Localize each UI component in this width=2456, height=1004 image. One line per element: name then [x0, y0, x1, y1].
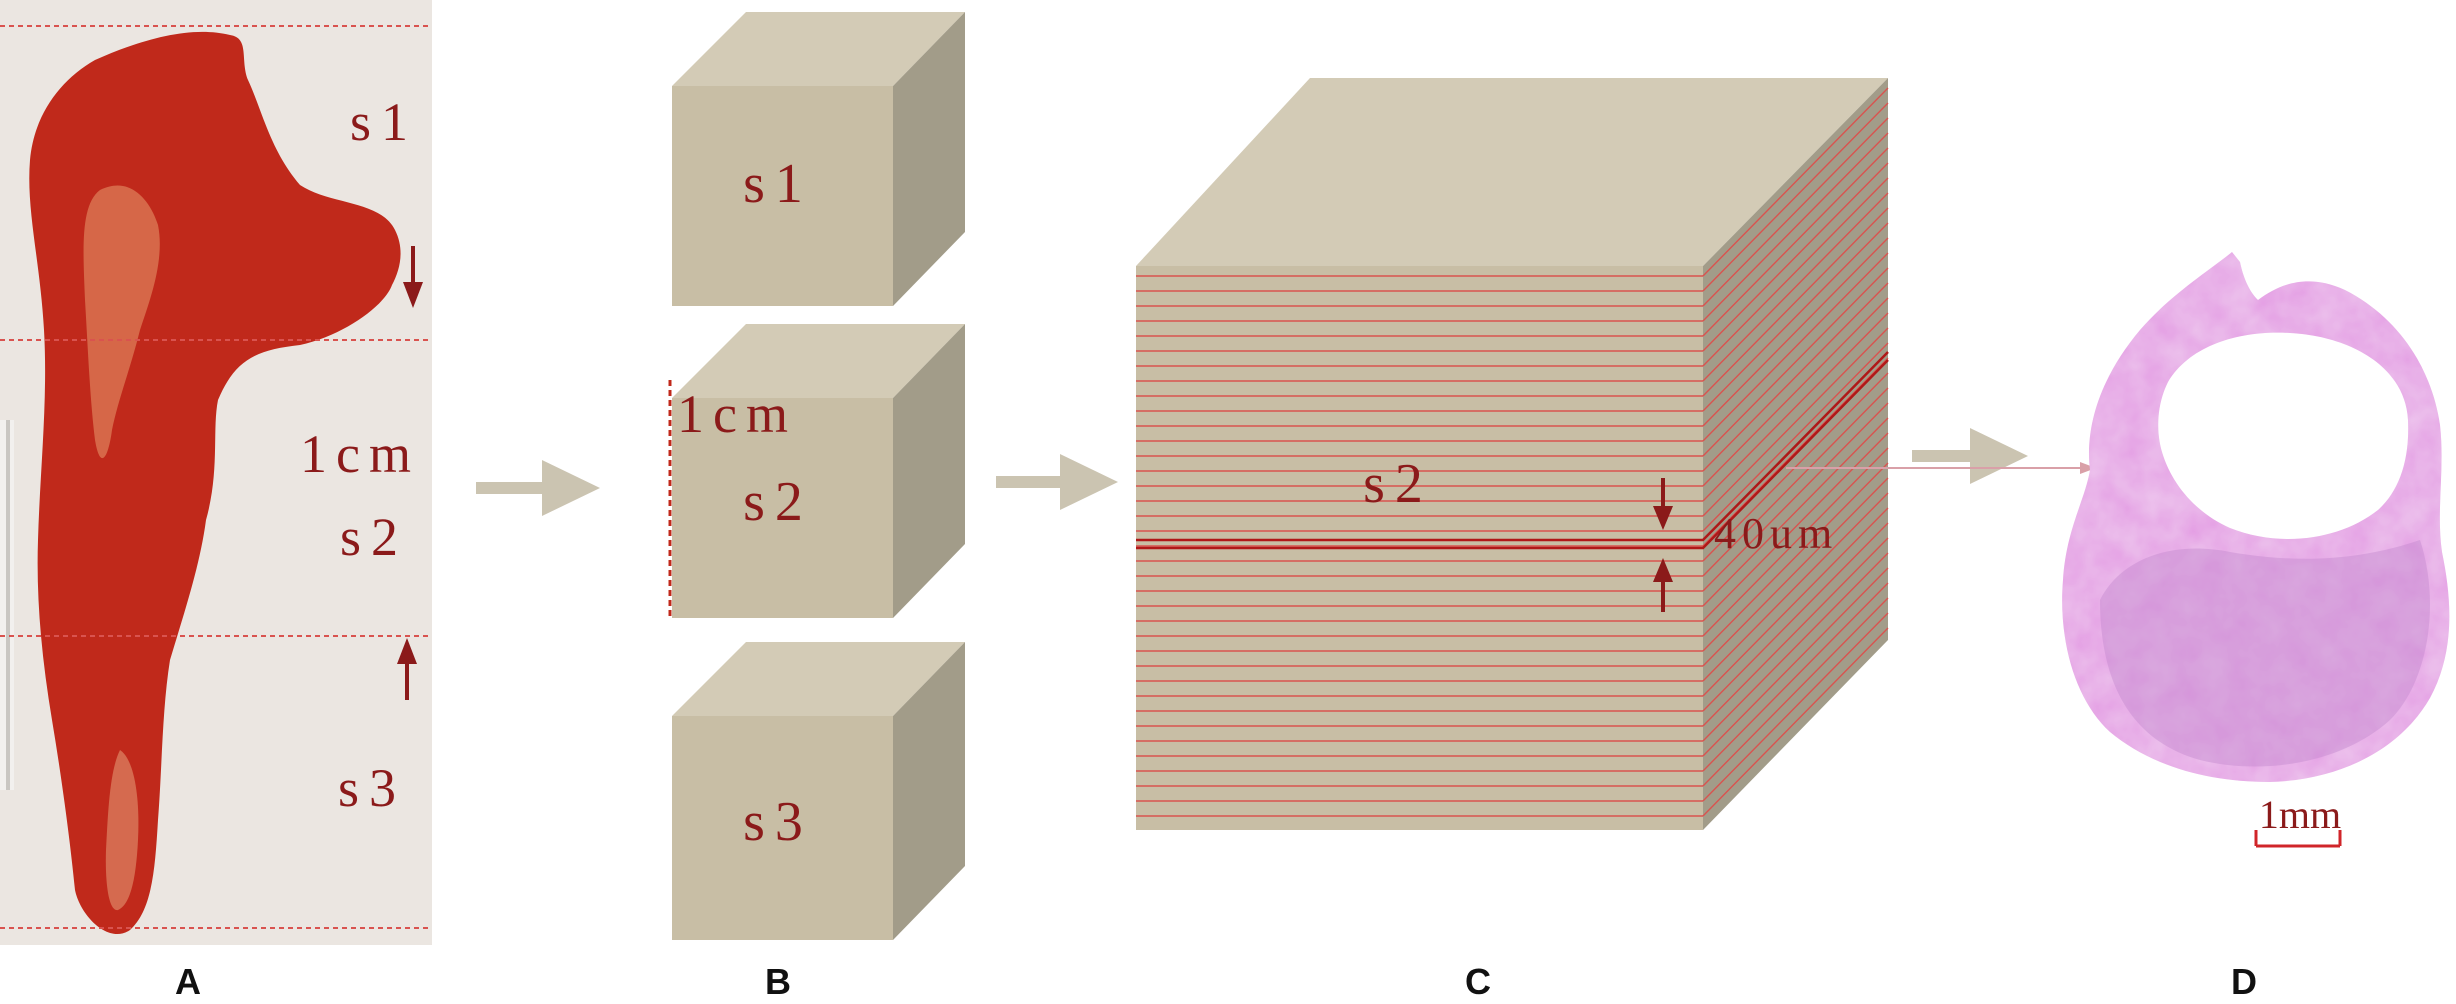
- length-label-1cm: 1cm: [677, 384, 797, 444]
- cube-top-face: [1136, 78, 1888, 266]
- section-line: [1702, 132, 1889, 322]
- section-line: [1702, 537, 1889, 727]
- section-line: [1702, 192, 1889, 382]
- section-line: [1702, 582, 1889, 772]
- section-line: [1702, 312, 1889, 502]
- cube-label-s3: s3: [743, 791, 813, 853]
- section-line: [1702, 417, 1889, 607]
- section-line: [1702, 567, 1889, 757]
- segment-label-s3: s3: [338, 758, 406, 818]
- section-line: [1702, 282, 1889, 472]
- flow-arrow-icon: [476, 460, 600, 516]
- section-line: [1702, 627, 1889, 817]
- panel-letter-c: C: [1465, 961, 1491, 1002]
- panel-letter-a: A: [175, 961, 201, 1002]
- section-line: [1702, 342, 1889, 532]
- section-line: [1702, 492, 1889, 682]
- panel-letter-b: B: [765, 961, 791, 1002]
- section-lines-side: [1702, 87, 1889, 817]
- cube-s2: 1cm s2: [668, 324, 965, 620]
- cube-label-s2: s2: [743, 471, 813, 533]
- section-line: [1702, 522, 1889, 712]
- section-line: [1702, 237, 1889, 427]
- section-line: [1702, 387, 1889, 577]
- length-label-1cm: 1cm: [300, 424, 420, 484]
- section-line: [1702, 462, 1889, 652]
- arrow-up-icon: [1653, 558, 1673, 612]
- arrow-down-icon: [1653, 478, 1673, 530]
- cube-s1: s1: [672, 12, 965, 306]
- section-line: [1702, 162, 1889, 352]
- section-line: [1702, 177, 1889, 367]
- tissue-media-shading: [2100, 540, 2430, 767]
- section-line: [1702, 612, 1889, 802]
- specimen-highlight-lower: [105, 750, 139, 911]
- panel-d-histology-section: 1mm: [2062, 252, 2450, 848]
- cube-s3: s3: [672, 642, 965, 940]
- section-line: [1702, 222, 1889, 412]
- segment-label-s1: s1: [350, 92, 418, 152]
- section-line: [1702, 327, 1889, 517]
- section-line: [1702, 447, 1889, 637]
- section-line: [1702, 147, 1889, 337]
- tissue-ring: [2062, 252, 2450, 782]
- scale-bar: [2254, 830, 2342, 848]
- section-line: [1702, 297, 1889, 487]
- section-line: [1702, 552, 1889, 742]
- flow-arrow-icon: [1912, 428, 2028, 484]
- scale-bar-label: 1mm: [2259, 792, 2341, 837]
- panel-c-sectioned-cube: s2 40um: [1136, 78, 2096, 830]
- highlighted-section-line: [1136, 359, 1889, 550]
- section-line: [1702, 207, 1889, 397]
- section-line: [1702, 87, 1889, 277]
- section-pointer-head: [2080, 462, 2096, 474]
- panel-b-cubes: s1 1cm s2 s3: [668, 12, 965, 940]
- section-lines-front: [1136, 275, 1703, 817]
- section-line: [1702, 252, 1889, 442]
- section-line: [1702, 357, 1889, 547]
- segment-label-s2: s2: [340, 507, 408, 567]
- section-line: [1702, 507, 1889, 697]
- section-thickness-label: 40um: [1714, 509, 1838, 558]
- section-line: [1702, 477, 1889, 667]
- section-line: [1702, 432, 1889, 622]
- panel-a-photo: s1 1cm s2 s3: [0, 0, 432, 945]
- specimen-highlight: [83, 185, 160, 459]
- section-line: [1702, 267, 1889, 457]
- arrow-up-icon: [397, 638, 417, 700]
- flow-arrow-icon: [996, 454, 1118, 510]
- section-line: [1702, 117, 1889, 307]
- photo-ruler-strip: [0, 420, 14, 790]
- cube-label-s1: s1: [743, 153, 813, 215]
- arrow-down-icon: [403, 246, 423, 308]
- section-line: [1702, 102, 1889, 292]
- panel-letter-d: D: [2231, 961, 2257, 1002]
- section-line: [1702, 597, 1889, 787]
- highlighted-section-line: [1136, 351, 1889, 542]
- section-line: [1702, 402, 1889, 592]
- cube-label-s2: s2: [1363, 453, 1433, 515]
